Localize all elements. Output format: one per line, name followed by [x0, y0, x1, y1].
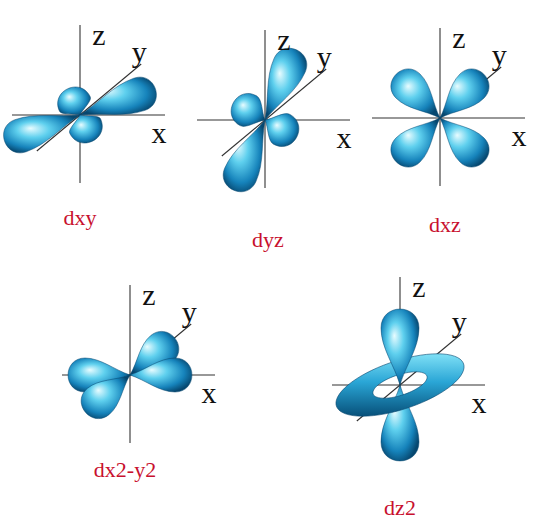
orbital-name: dxy	[64, 207, 97, 229]
orbital-lobe	[391, 118, 440, 167]
orbital-lobe	[130, 358, 192, 392]
orbital-panel	[62, 285, 215, 443]
axis-label: x	[512, 121, 527, 151]
axis-label: y	[492, 40, 507, 70]
orbital-panel	[372, 28, 525, 186]
axis-label: y	[452, 307, 467, 337]
orbital-name: dz2	[384, 497, 416, 519]
axis-label: z	[412, 272, 425, 302]
axis-label: z	[92, 20, 105, 50]
orbital-lobe	[265, 48, 307, 120]
orbital-lobe	[440, 118, 489, 167]
orbital-lobe	[231, 93, 265, 126]
axis-label: x	[152, 118, 167, 148]
orbital-lobe	[381, 309, 419, 385]
orbital-panel	[197, 30, 350, 192]
axis-label: y	[317, 42, 332, 72]
orbital-lobe	[81, 375, 130, 419]
orbital-lobe	[4, 115, 80, 153]
axis-line	[264, 30, 265, 188]
orbital-name: dx2-y2	[94, 459, 156, 481]
orbital-panel	[4, 25, 165, 183]
axis-line	[129, 285, 130, 443]
axis-label: z	[142, 280, 155, 310]
axis-label: x	[472, 388, 487, 418]
orbital-lobe	[58, 87, 91, 115]
orbital-lobe	[391, 69, 440, 118]
axis-line	[372, 117, 525, 118]
orbital-lobe	[69, 115, 102, 143]
orbital-lobe	[80, 77, 156, 115]
orbital-lobe	[265, 114, 299, 147]
axis-label: x	[337, 123, 352, 153]
axis-label: z	[277, 25, 290, 55]
axis-label: z	[452, 23, 465, 53]
orbital-lobe	[223, 120, 265, 192]
axis-label: y	[132, 37, 147, 67]
axis-line	[439, 28, 440, 186]
orbital-panel	[332, 277, 485, 461]
axis-label: y	[182, 297, 197, 327]
orbital-name: dyz	[252, 229, 284, 251]
orbital-lobe	[440, 69, 489, 118]
orbital-name: dxz	[429, 214, 461, 236]
axis-label: x	[202, 378, 217, 408]
